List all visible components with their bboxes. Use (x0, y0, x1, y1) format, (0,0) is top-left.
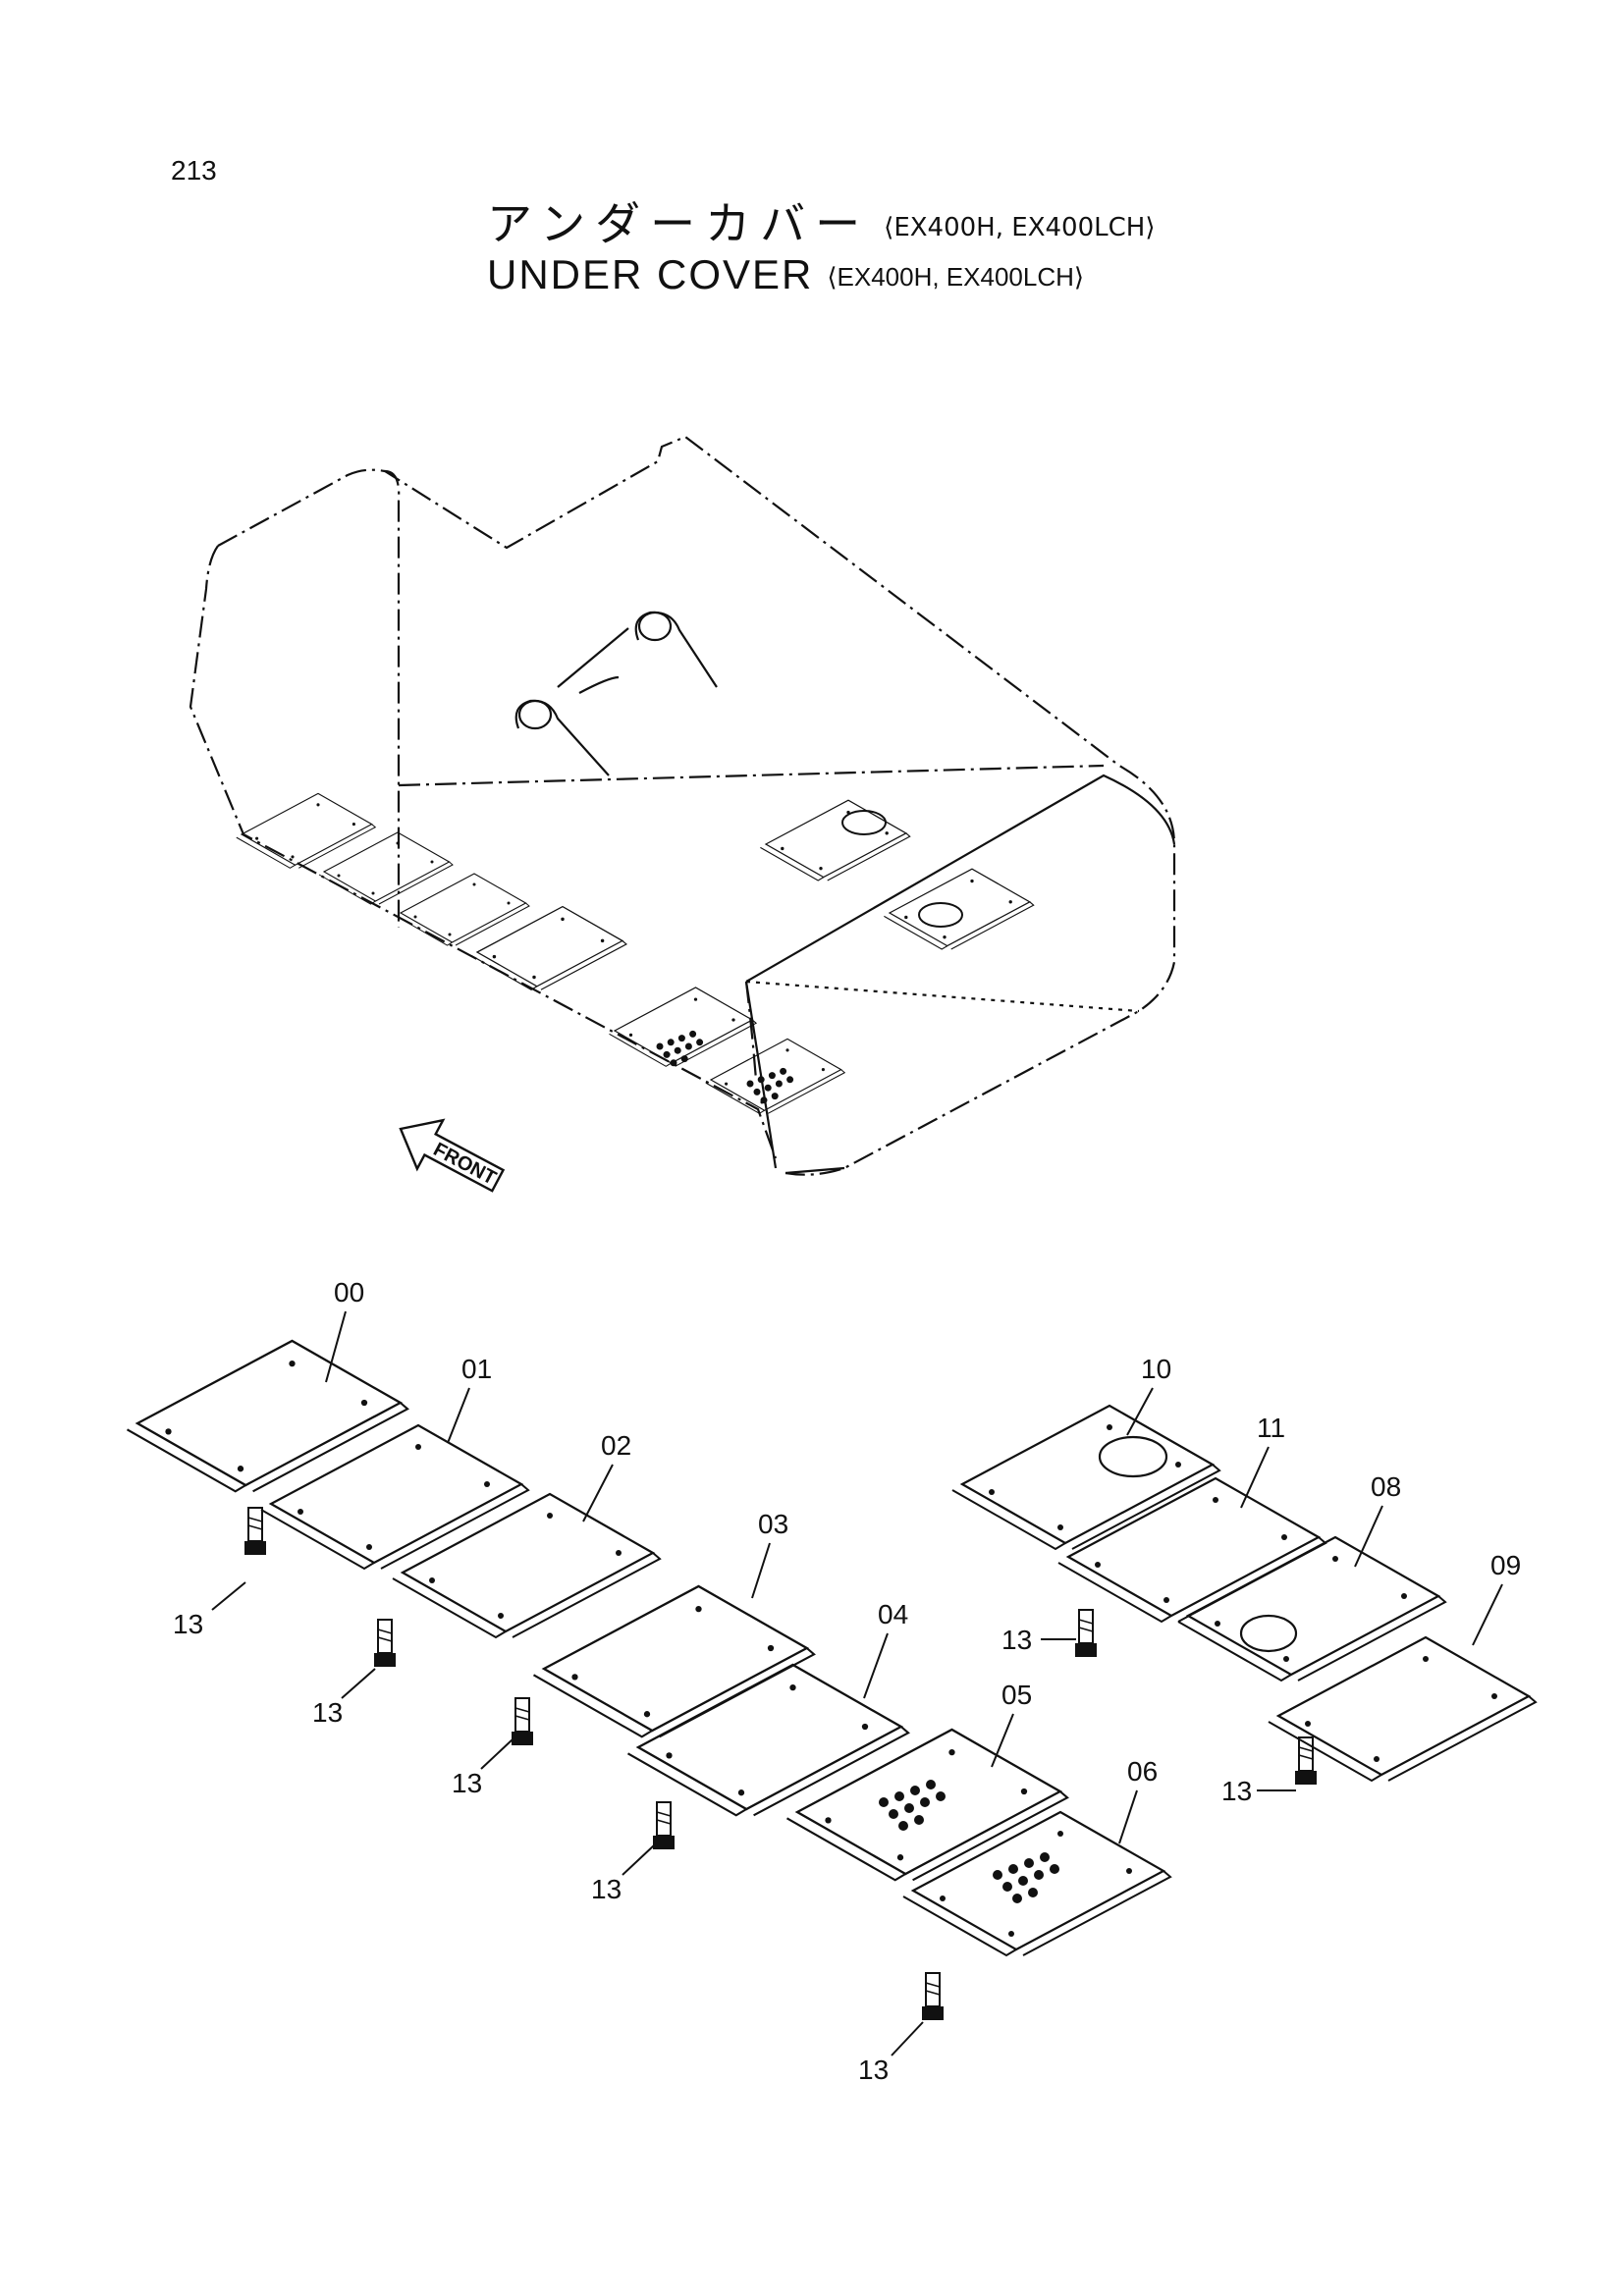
callout-13-c: 13 (452, 1768, 482, 1798)
cover-01 (259, 1423, 530, 1571)
title-japanese: アンダーカバー ⟨EX400H, EX400LCH⟩ (487, 188, 1155, 253)
boom-mount-bosses (514, 611, 718, 776)
callout-01: 01 (461, 1354, 492, 1384)
cover-10 (950, 1404, 1221, 1551)
exploded-covers (126, 1339, 1538, 1957)
cover-00 (126, 1339, 409, 1493)
bolt-13-g (1294, 1736, 1318, 1786)
callout-13-g: 13 (1221, 1776, 1252, 1806)
callout-10: 10 (1141, 1354, 1171, 1384)
bolt-13-d (652, 1801, 676, 1850)
callout-13-f: 13 (1001, 1625, 1032, 1655)
title-jp-models: ⟨EX400H, EX400LCH⟩ (884, 212, 1156, 242)
machine-frame-outline (189, 435, 1176, 1176)
cover-04 (626, 1663, 910, 1817)
callout-13-a: 13 (173, 1609, 203, 1639)
callout-06: 06 (1127, 1756, 1158, 1787)
cover-02 (391, 1492, 662, 1639)
cover-11 (1056, 1476, 1327, 1624)
title-english: UNDER COVER ⟨EX400H, EX400LCH⟩ (487, 251, 1084, 298)
callout-04: 04 (878, 1599, 908, 1629)
cover-09 (1267, 1635, 1538, 1783)
cover-06 (901, 1810, 1172, 1957)
callouts: 00 01 02 03 04 05 06 10 11 08 09 13 13 1… (173, 1277, 1521, 2085)
cover-08 (1176, 1535, 1447, 1682)
callout-03: 03 (758, 1509, 788, 1539)
leader-lines (211, 1310, 1503, 2056)
title-en-text: UNDER COVER (487, 251, 814, 297)
callout-13-b: 13 (312, 1697, 343, 1728)
callout-09: 09 (1490, 1550, 1521, 1580)
callout-02: 02 (601, 1430, 631, 1461)
title-jp-text: アンダーカバー (487, 197, 871, 250)
bolt-13-b (373, 1619, 397, 1668)
callout-13-e: 13 (858, 2055, 889, 2085)
bolt-13-f (1074, 1609, 1098, 1658)
bolt-13-c (511, 1697, 534, 1746)
page-number: 213 (171, 155, 217, 186)
callout-13-d: 13 (591, 1874, 622, 1904)
installed-covers (236, 792, 1035, 1114)
callout-05: 05 (1001, 1680, 1032, 1710)
cover-03 (532, 1584, 816, 1738)
callout-08: 08 (1371, 1471, 1401, 1502)
title-en-models: ⟨EX400H, EX400LCH⟩ (827, 262, 1085, 293)
front-arrow: FRONT (399, 1118, 506, 1193)
callout-00: 00 (334, 1277, 364, 1308)
callout-11: 11 (1257, 1413, 1285, 1443)
bolt-13-e (921, 1972, 945, 2021)
bolt-13-a (243, 1507, 267, 1556)
